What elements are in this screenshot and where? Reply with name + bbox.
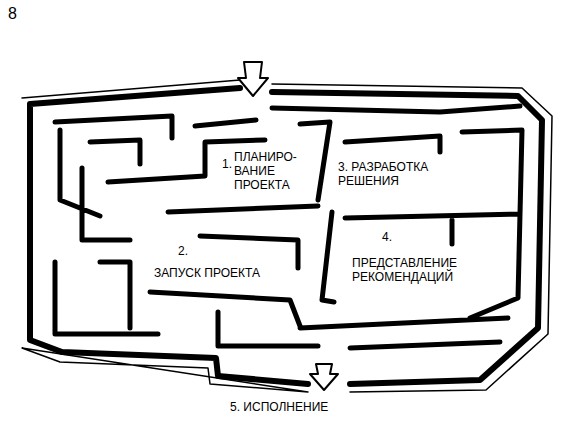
step-label: ЗАПУСК ПРОЕКТА	[154, 266, 314, 280]
step-label: ПРЕДСТАВЛЕНИЕ РЕКОМЕНДАЦИЙ	[352, 256, 482, 284]
figure-number: 8	[8, 4, 38, 23]
step-number: 4.	[382, 230, 402, 244]
step-label: ПЛАНИРО- ВАНИЕ ПРОЕКТА	[234, 150, 306, 192]
step-number: 2.	[178, 244, 198, 258]
step-label: 5. ИСПОЛНЕНИЕ	[230, 400, 430, 414]
step-label: 3. РАЗРАБОТКА РЕШЕНИЯ	[338, 160, 448, 188]
